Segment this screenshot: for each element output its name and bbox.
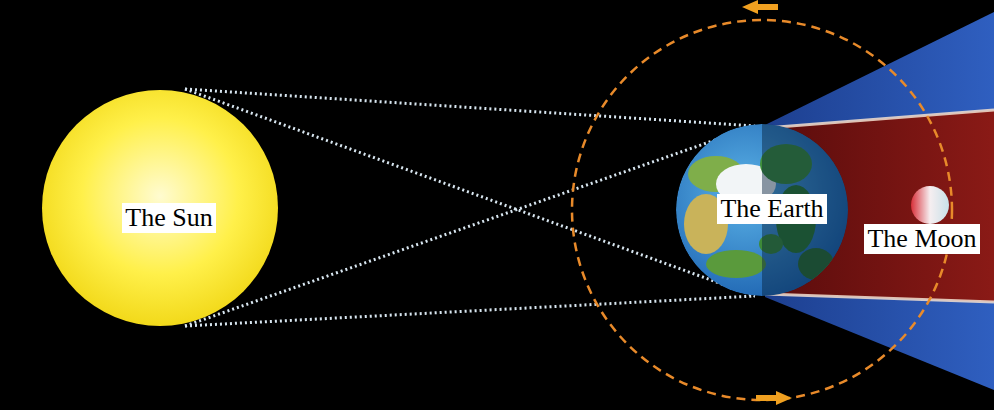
moon-circle: The Moon xyxy=(911,186,949,224)
sun-circle: The Sun xyxy=(42,90,278,326)
body-label: The Sun xyxy=(122,203,215,233)
umbra-edge xyxy=(765,294,994,302)
orbit-arrow xyxy=(756,391,792,405)
body-label: The Moon xyxy=(864,224,979,254)
moon-orbit xyxy=(572,20,952,400)
moon-shape xyxy=(911,186,949,224)
earth-circle: The Earth xyxy=(676,124,848,296)
body-label: The Earth xyxy=(717,194,826,224)
umbra-edge xyxy=(765,110,994,128)
orbit-arrow xyxy=(742,0,778,14)
